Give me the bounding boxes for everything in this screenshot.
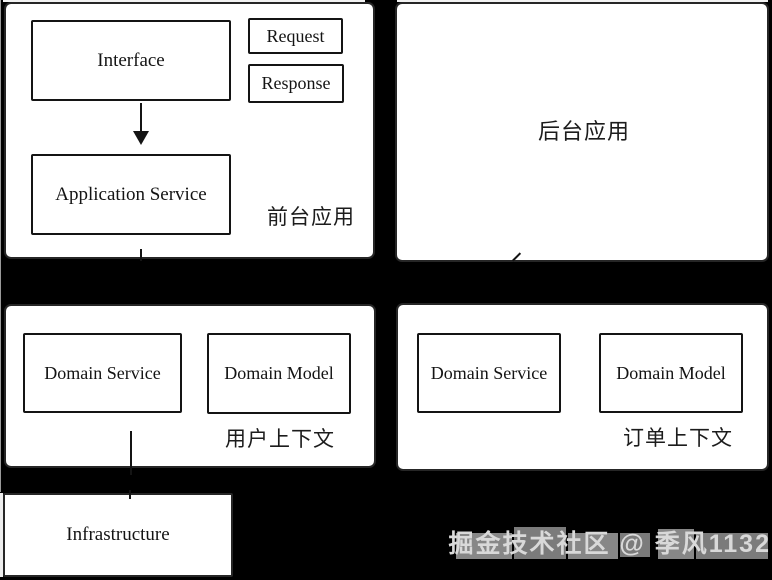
watermark-backdrop xyxy=(696,533,768,559)
panel-backend-app: 后台应用 xyxy=(395,2,769,262)
watermark-backdrop xyxy=(568,533,618,559)
connector-domain-service-to-infrastructure xyxy=(130,431,132,475)
node-user-domain-model-label: Domain Model xyxy=(224,363,334,383)
connector-into-infrastructure-stub xyxy=(129,490,131,499)
panel-frontend-app: Interface Request Response Application S… xyxy=(4,2,375,261)
watermark-backdrop xyxy=(514,527,566,559)
arrow-tip-into-backend-app xyxy=(511,252,522,262)
node-application-service: Application Service xyxy=(31,154,231,235)
node-application-service-label: Application Service xyxy=(55,183,207,205)
node-response-label: Response xyxy=(261,73,331,93)
panel-order-context: Domain Service Domain Model 订单上下文 xyxy=(396,303,769,471)
connector-application-service-down-stub xyxy=(140,249,142,261)
top-edge-hairline-left xyxy=(3,0,365,2)
arrow-interface-to-application-service-head xyxy=(133,131,149,145)
node-order-domain-model-label: Domain Model xyxy=(616,362,726,383)
node-response: Response xyxy=(248,64,344,103)
node-user-domain-model: Domain Model xyxy=(207,333,351,414)
panel-frontend-app-label: 前台应用 xyxy=(267,206,355,229)
left-edge-line xyxy=(0,0,1,492)
node-order-domain-model: Domain Model xyxy=(599,333,743,413)
node-infrastructure: Infrastructure xyxy=(3,493,233,577)
node-request-label: Request xyxy=(266,25,325,46)
node-interface-label: Interface xyxy=(97,49,165,71)
node-user-domain-service: Domain Service xyxy=(23,333,182,413)
left-edge-strip xyxy=(0,493,3,577)
watermark: 掘金技术社区 @ 季风1132 xyxy=(444,525,771,563)
panel-backend-app-label: 后台应用 xyxy=(537,119,630,144)
node-user-domain-service-label: Domain Service xyxy=(44,362,161,383)
watermark-text: 掘金技术社区 @ 季风1132 xyxy=(448,530,771,558)
panel-order-context-label: 订单上下文 xyxy=(623,427,733,450)
node-order-domain-service-label: Domain Service xyxy=(430,362,548,383)
panel-user-context: Domain Service Domain Model 用户上下文 xyxy=(4,304,376,475)
panel-user-context-label: 用户上下文 xyxy=(225,428,335,451)
arrow-interface-to-application-service-shaft xyxy=(140,103,142,133)
node-interface: Interface xyxy=(31,20,231,101)
watermark-backdrop xyxy=(456,533,512,559)
watermark-backdrop xyxy=(620,533,650,557)
watermark-backdrop xyxy=(658,529,694,559)
node-order-domain-service: Domain Service xyxy=(417,333,561,413)
node-request: Request xyxy=(248,18,343,54)
node-infrastructure-label: Infrastructure xyxy=(66,524,170,545)
top-edge-hairline-right xyxy=(397,0,768,2)
